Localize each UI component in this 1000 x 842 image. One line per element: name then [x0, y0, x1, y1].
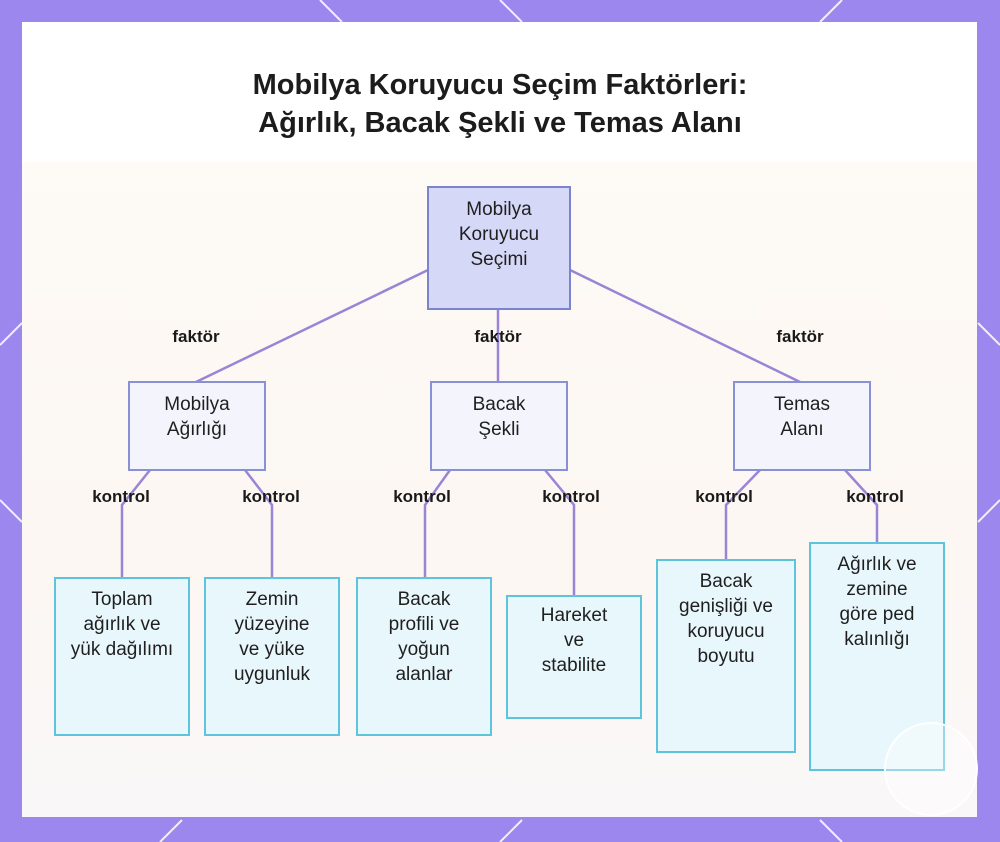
- node-contact-area-label: Temas Alanı: [774, 394, 830, 440]
- edge-leg-profile: [423, 468, 452, 580]
- node-leg-shape: Bacak Şekli: [430, 381, 568, 471]
- edge-label-control-5: kontrol: [695, 487, 753, 506]
- edge-weight-total: [120, 468, 152, 580]
- edge-weight-floor: [243, 468, 274, 580]
- edge-label-factor-2: faktör: [474, 327, 522, 346]
- node-total-weight: Toplam ağırlık ve yük dağılımı: [54, 577, 190, 736]
- edge-label-control-1: kontrol: [92, 487, 150, 506]
- node-leg-width: Bacak genişliği ve koruyucu boyutu: [656, 559, 796, 753]
- edge-leg-movement: [543, 468, 576, 598]
- node-leg-profile-label: Bacak profili ve yoğun alanlar: [388, 589, 460, 685]
- edge-label-control-6: kontrol: [846, 487, 904, 506]
- node-movement-label: Hareket ve stabilite: [540, 605, 608, 676]
- edge-root-contact-area: [568, 268, 802, 384]
- edge-label-factor-3: faktör: [776, 327, 824, 346]
- node-pad-thickness: Ağırlık ve zemine göre ped kalınlığı: [809, 542, 945, 771]
- edge-contact-width: [724, 468, 762, 562]
- edge-label-factor-1: faktör: [172, 327, 220, 346]
- node-movement: Hareket ve stabilite: [506, 595, 642, 719]
- edge-contact-pad: [843, 468, 879, 545]
- edge-label-control-2: kontrol: [242, 487, 300, 506]
- node-leg-shape-label: Bacak Şekli: [472, 394, 526, 440]
- node-weight-label: Mobilya Ağırlığı: [164, 394, 230, 440]
- title-line-2: Ağırlık, Bacak Şekli ve Temas Alanı: [258, 107, 742, 139]
- node-pad-thickness-label: Ağırlık ve zemine göre ped kalınlığı: [837, 554, 917, 650]
- edge-label-control-3: kontrol: [393, 487, 451, 506]
- node-floor-fit: Zemin yüzeyine ve yüke uygunluk: [204, 577, 340, 736]
- diagram-title: Mobilya Koruyucu Seçim Faktörleri: Ağırl…: [0, 66, 1000, 142]
- node-leg-profile: Bacak profili ve yoğun alanlar: [356, 577, 492, 736]
- edge-root-weight: [194, 268, 430, 384]
- node-total-weight-label: Toplam ağırlık ve yük dağılımı: [70, 589, 174, 660]
- node-contact-area: Temas Alanı: [733, 381, 871, 471]
- watermark-badge: [884, 722, 978, 816]
- title-line-1: Mobilya Koruyucu Seçim Faktörleri:: [252, 69, 748, 101]
- node-leg-width-label: Bacak genişliği ve koruyucu boyutu: [679, 571, 773, 667]
- node-root-label: Mobilya Koruyucu Seçimi: [458, 199, 540, 270]
- node-weight: Mobilya Ağırlığı: [128, 381, 266, 471]
- node-root: Mobilya Koruyucu Seçimi: [427, 186, 571, 310]
- node-floor-fit-label: Zemin yüzeyine ve yüke uygunluk: [233, 589, 311, 685]
- edge-label-control-4: kontrol: [542, 487, 600, 506]
